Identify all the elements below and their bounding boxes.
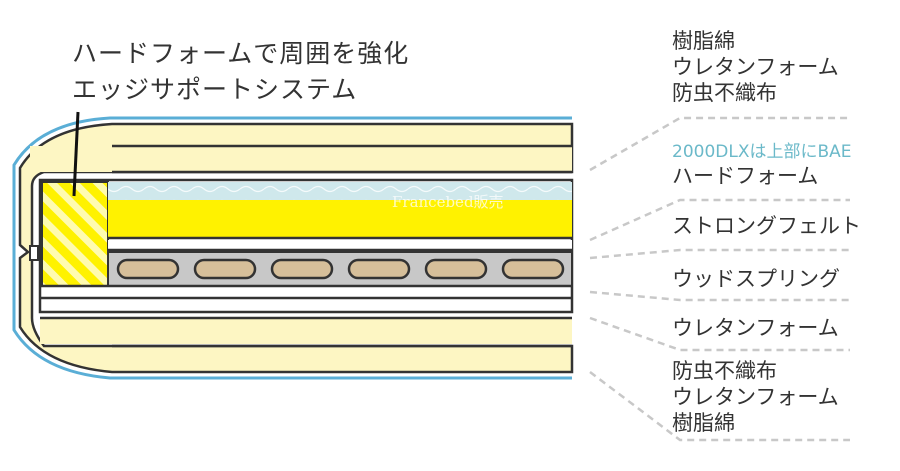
wood-spring-bed	[107, 251, 573, 287]
title-pointer-line	[72, 111, 80, 197]
label-bottom-resin-cotton: 樹脂綿	[672, 411, 735, 435]
strong-felt-layer	[108, 240, 572, 250]
label-bottom-nonwoven: 防虫不織布	[672, 359, 777, 383]
label-top-urethane: ウレタンフォーム	[672, 55, 839, 79]
bae-layer	[108, 182, 572, 200]
hard-foam-edge	[41, 181, 109, 287]
wood-spring-slat	[193, 258, 257, 280]
label-hard-foam: ハードフォーム	[672, 164, 819, 188]
hard-foam-layer	[108, 200, 572, 238]
title-line-1: ハードフォームで周囲を強化	[72, 39, 410, 68]
label-top-nonwoven: 防虫不織布	[672, 81, 777, 105]
wood-spring-slat	[347, 258, 411, 280]
wood-spring-slat	[501, 258, 565, 280]
title-line-2: エッジサポートシステム	[72, 75, 358, 104]
top-nonwoven-layer	[30, 146, 572, 172]
label-top-resin-cotton: 樹脂綿	[672, 29, 735, 53]
label-bottom-urethane: ウレタンフォーム	[672, 385, 839, 409]
label-wood-spring: ウッドスプリング	[672, 267, 840, 291]
edge-clip	[29, 245, 39, 261]
bottom-urethane-layer	[40, 318, 572, 344]
watermark: Francebed販売	[392, 193, 504, 211]
label-bae-note: 2000DLXは上部にBAE	[672, 142, 852, 162]
wood-spring-slat	[116, 258, 180, 280]
wood-spring-slat	[270, 258, 334, 280]
wood-spring-slat	[424, 258, 488, 280]
wood-springs	[116, 258, 565, 280]
leader-lines	[589, 116, 850, 442]
label-urethane: ウレタンフォーム	[672, 316, 839, 340]
label-strong-felt: ストロングフェルト	[672, 214, 861, 238]
